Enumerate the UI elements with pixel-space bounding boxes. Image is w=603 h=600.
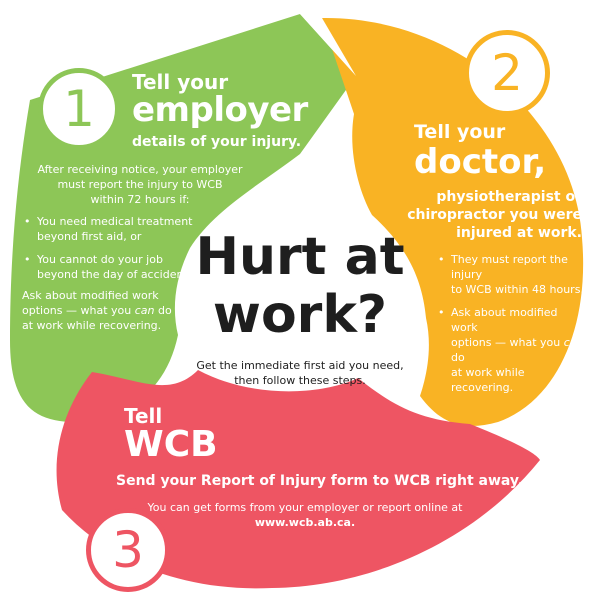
step1-bullet-line: beyond the day of accident. (37, 268, 192, 281)
step2-title-sub-line: injured at work. (456, 225, 582, 241)
step1-title-small: Tell your (132, 70, 229, 94)
step2-bullet-line: to WCB within 48 hours. (451, 283, 584, 296)
step3-body-line: You can get forms from your employer or … (147, 501, 463, 514)
step1-bullet: You need medical treatment beyond first … (24, 214, 224, 244)
step2-bullet-line: Ask about modified work (451, 306, 558, 334)
step3-body: You can get forms from your employer or … (140, 500, 470, 530)
step2-number-badge: 2 (464, 30, 550, 116)
step3-title-sub: Send your Report of Injury form to WCB r… (116, 473, 524, 489)
step1-title-sub: details of your injury. (132, 134, 302, 150)
step3-number-badge: 3 (86, 508, 170, 592)
step2-bullet-emphasis: can (563, 336, 584, 349)
step2-bullet: They must report the injury to WCB withi… (438, 252, 586, 297)
step3-number: 3 (112, 521, 144, 579)
step3-title-small: Tell (124, 404, 163, 428)
step1-number: 1 (63, 80, 95, 138)
step2-title-small: Tell your (414, 121, 506, 143)
step1-closing-emphasis: can (134, 304, 155, 317)
step1-bullet-line: beyond first aid, or (37, 230, 142, 243)
step2-bullet: Ask about modified work options — what y… (438, 305, 586, 395)
step1-closing-line: Ask about modified work (22, 289, 159, 302)
step2-title-sub-line: chiropractor you were (407, 207, 582, 223)
step2-bullet-line: They must report the injury (451, 253, 568, 281)
step1-closing-text: options — what you (22, 304, 135, 317)
step2-bullet-text: options — what you (451, 336, 564, 349)
step1-bullet-line: You cannot do your job (37, 253, 163, 266)
step1-closing-text: do (154, 304, 172, 317)
step2-title-sub-line: physiotherapist or (436, 189, 582, 205)
center-subtitle-line: Get the immediate first aid you need, (196, 359, 404, 372)
step2-bullet-text: do (451, 351, 465, 364)
step1-body-line: must report the injury to WCB (57, 178, 223, 191)
step1-bullet-list: You need medical treatment beyond first … (24, 214, 224, 282)
center-subtitle: Get the immediate first aid you need, th… (180, 358, 420, 388)
step1-number-badge: 1 (38, 68, 120, 150)
red-arrow-segment (56, 370, 540, 589)
center-title-line: work? (212, 285, 388, 345)
step1-closing-line: options — what you can do (22, 303, 202, 318)
step2-bullet-line: options — what you can do (451, 335, 586, 365)
step1-title-big: employer (132, 90, 308, 130)
step1-bullet: You cannot do your job beyond the day of… (24, 252, 224, 282)
step1-bullet-line: You need medical treatment (37, 215, 193, 228)
step2-bullet-list: They must report the injury to WCB withi… (438, 252, 586, 395)
step1-body: After receiving notice, your employer mu… (20, 162, 260, 207)
step2-title-sub: physiotherapist or chiropractor you were… (402, 188, 582, 242)
step1-closing-line: at work while recovering. (22, 319, 162, 332)
step1-closing: Ask about modified work options — what y… (22, 288, 202, 333)
step1-body-line: within 72 hours if: (90, 193, 190, 206)
center-title: Hurt at work? (180, 228, 420, 344)
center-title-line: Hurt at (195, 227, 405, 287)
step1-body-line: After receiving notice, your employer (37, 163, 243, 176)
step2-number: 2 (491, 44, 523, 102)
step2-bullet-line: at work while recovering. (451, 366, 525, 394)
center-subtitle-line: then follow these steps. (234, 374, 366, 387)
step3-title-big: WCB (124, 424, 218, 465)
arrow-notch (300, 14, 356, 76)
wcb-website-link[interactable]: www.wcb.ab.ca. (254, 516, 356, 529)
step2-title-big: doctor, (414, 142, 547, 182)
